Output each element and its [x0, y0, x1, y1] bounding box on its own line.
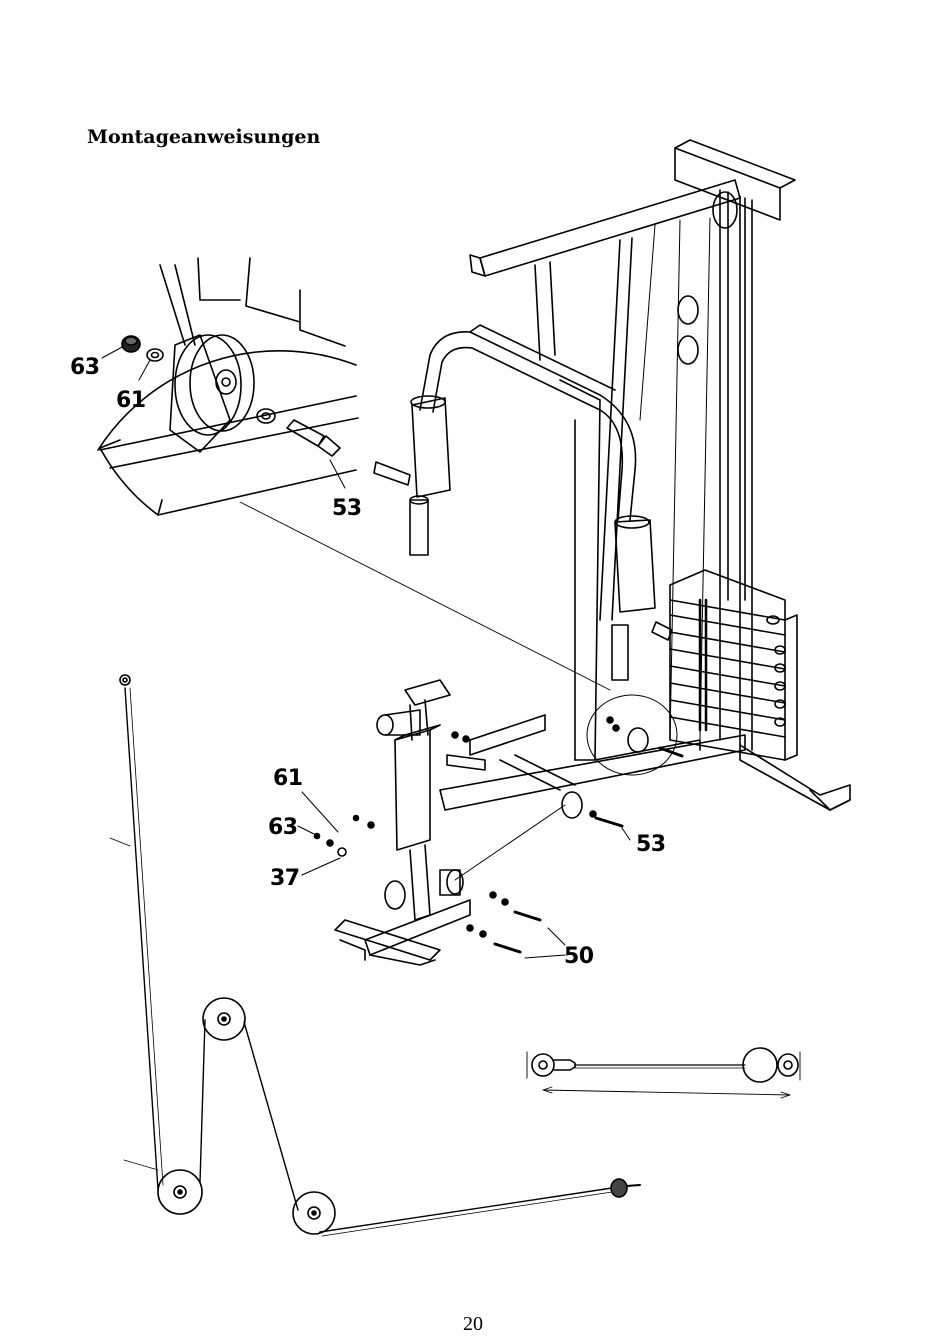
callout-detail-nut: 63: [70, 355, 100, 380]
callout-base-nut: 63: [268, 815, 298, 840]
callout-base-bolts: 50: [564, 944, 594, 969]
callout-detail-washer: 61: [116, 388, 146, 413]
cable-dimension-diagram: [527, 1048, 800, 1098]
pulley-detail-inset: [98, 258, 610, 690]
callout-base-pulley-bolt: 53: [636, 832, 666, 857]
page-number: 20: [463, 1313, 483, 1336]
home-gym-frame: [298, 140, 850, 965]
callout-detail-bolt: 53: [332, 496, 362, 521]
weight-stack: [670, 570, 797, 760]
callout-base-washer: 61: [273, 766, 303, 791]
callout-base-spacer: 37: [270, 866, 300, 891]
